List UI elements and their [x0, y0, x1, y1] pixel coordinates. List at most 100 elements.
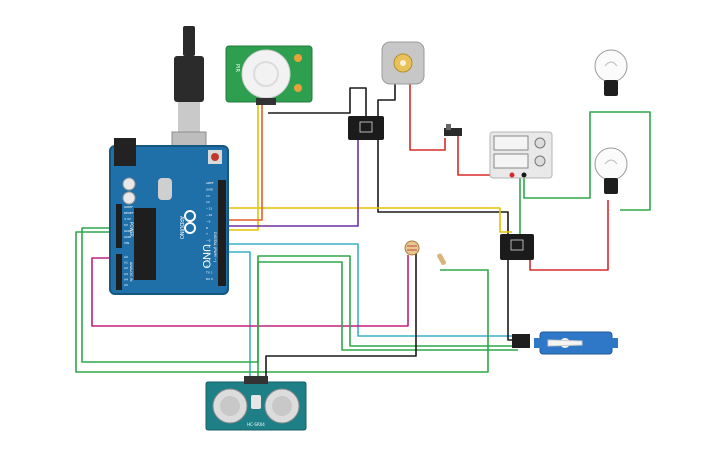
switch-icon: [444, 128, 462, 136]
analog-header: [116, 254, 122, 290]
relay-2[interactable]: [500, 234, 534, 260]
pir-pin-header: [256, 98, 276, 105]
arduino-pin-label: A2: [124, 266, 128, 270]
arduino-pin-label: ~11: [206, 207, 212, 211]
reset-button-cap[interactable]: [211, 153, 219, 161]
power-header: [116, 204, 122, 248]
wire-black-relay1-bottom[interactable]: [377, 138, 509, 240]
arduino-pin-label: AREF: [206, 181, 214, 185]
wire-black-relay1[interactable]: [268, 87, 367, 118]
usb-connector: [178, 102, 200, 132]
bulb-icon: [594, 49, 628, 83]
pir-label: PIR: [234, 64, 240, 72]
wire-cyan-servo[interactable]: [226, 243, 518, 337]
arduino-pin-label: GND: [124, 235, 132, 239]
arduino-pin-label: 7: [206, 232, 208, 236]
arduino-pin-label: RESET: [124, 211, 134, 215]
wire-red-relay2-bulb[interactable]: [529, 200, 609, 271]
wire-black-ultrasonic[interactable]: [265, 252, 417, 378]
motor-shaft: [400, 60, 406, 66]
arduino-pin-label: 4: [206, 251, 208, 255]
capacitor-2: [122, 191, 136, 205]
light-bulb-1[interactable]: [594, 49, 628, 96]
wire-yellow-digital[interactable]: [226, 207, 512, 233]
supply-terminal-red[interactable]: [509, 172, 515, 178]
supply-knob-2[interactable]: [534, 155, 546, 167]
ultrasonic-crystal: [251, 395, 261, 409]
servo-connector: [512, 334, 530, 348]
light-bulb-2[interactable]: [594, 147, 628, 194]
pir-pot-1[interactable]: [294, 54, 302, 62]
pir-sensor[interactable]: PIR: [225, 45, 313, 105]
relay-icon: [348, 116, 384, 140]
arduino-pin-label: 8: [206, 226, 208, 230]
wire-cyan-ultrasonic[interactable]: [226, 251, 251, 378]
photoresistor-icon: [404, 240, 420, 256]
crystal: [158, 178, 172, 200]
supply-terminal-black[interactable]: [521, 172, 527, 178]
arduino-pin-label: TX 1: [205, 271, 213, 275]
ultrasonic-transducer-left-inner: [220, 396, 240, 416]
arduino-pin-label: 5V: [124, 223, 129, 227]
photoresistor[interactable]: [404, 240, 420, 256]
photoresistor-trace: [407, 245, 417, 251]
servo-horn[interactable]: [547, 339, 583, 347]
servo-ear-right: [610, 338, 618, 348]
pir-pot-2[interactable]: [294, 84, 302, 92]
slide-switch[interactable]: [444, 124, 462, 136]
arduino-pin-label: ~10: [206, 213, 212, 217]
power-supply[interactable]: [489, 131, 553, 179]
wire-green-supply-bulb1[interactable]: [523, 111, 651, 211]
dc-motor[interactable]: [381, 41, 425, 85]
wires: [75, 84, 651, 378]
arduino-pin-label: 13: [206, 194, 210, 198]
arduino-power-label: POWER: [129, 222, 134, 237]
resistor-icon: [437, 253, 446, 265]
arduino-uno[interactable]: UNO ARDUINO DIGITAL (PWM ~) POWER ANALOG…: [109, 26, 229, 295]
arduino-brand-label: ARDUINO: [178, 216, 184, 239]
wire-black-motor-relay[interactable]: [377, 84, 396, 118]
arduino-pin-label: GND: [206, 187, 214, 191]
wire-red-pir-vcc[interactable]: [226, 105, 263, 221]
arduino-pin-label: GND: [124, 229, 132, 233]
arduino-pin-label: 2: [206, 264, 208, 268]
power-jack: [114, 138, 136, 166]
resistor[interactable]: [436, 253, 446, 266]
supply-knob-1[interactable]: [534, 137, 546, 149]
arduino-pin-label: ~3: [206, 258, 211, 262]
pir-dome: [241, 49, 291, 99]
arduino-logo: [184, 210, 196, 234]
arduino-analog-label: ANALOG IN: [129, 262, 133, 282]
wire-red-motor-switch[interactable]: [409, 84, 446, 151]
arduino-pin-label: IOREF: [124, 205, 133, 209]
supply-display-1: [493, 135, 529, 151]
ultrasonic-transducer-right-inner: [272, 396, 292, 416]
wire-magenta-ldr[interactable]: [91, 255, 409, 327]
arduino-pin-label: A1: [124, 261, 128, 265]
wire-green-ultrasonic[interactable]: [257, 261, 518, 378]
switch-slider[interactable]: [446, 124, 451, 130]
relay-1[interactable]: [348, 116, 384, 140]
arduino-pin-label: 12: [206, 200, 210, 204]
arduino-pin-label: ~5: [206, 245, 211, 249]
wire-yellow-pir[interactable]: [226, 105, 259, 231]
servo-motor[interactable]: [512, 331, 618, 355]
bulb-base: [604, 178, 618, 194]
usb-plug: [174, 56, 204, 102]
arduino-pin-label: VIN: [124, 241, 129, 245]
usb-cable: [183, 26, 195, 56]
ultrasonic-pin-header: [244, 376, 268, 384]
bulb-filament: [604, 61, 618, 67]
bulb-filament: [604, 159, 618, 165]
digital-header: [218, 180, 226, 286]
arduino-pin-label: RX 0: [206, 277, 213, 281]
arduino-model-label: UNO: [200, 244, 212, 269]
ultrasonic-sensor[interactable]: HC-SR04: [205, 376, 307, 431]
arduino-pin-label: ~6: [206, 239, 211, 243]
wire-purple-relay1[interactable]: [226, 140, 359, 227]
arduino-pin-label: A5: [124, 283, 128, 287]
wire-black-servo[interactable]: [507, 260, 518, 341]
atmega-chip: [134, 208, 156, 280]
